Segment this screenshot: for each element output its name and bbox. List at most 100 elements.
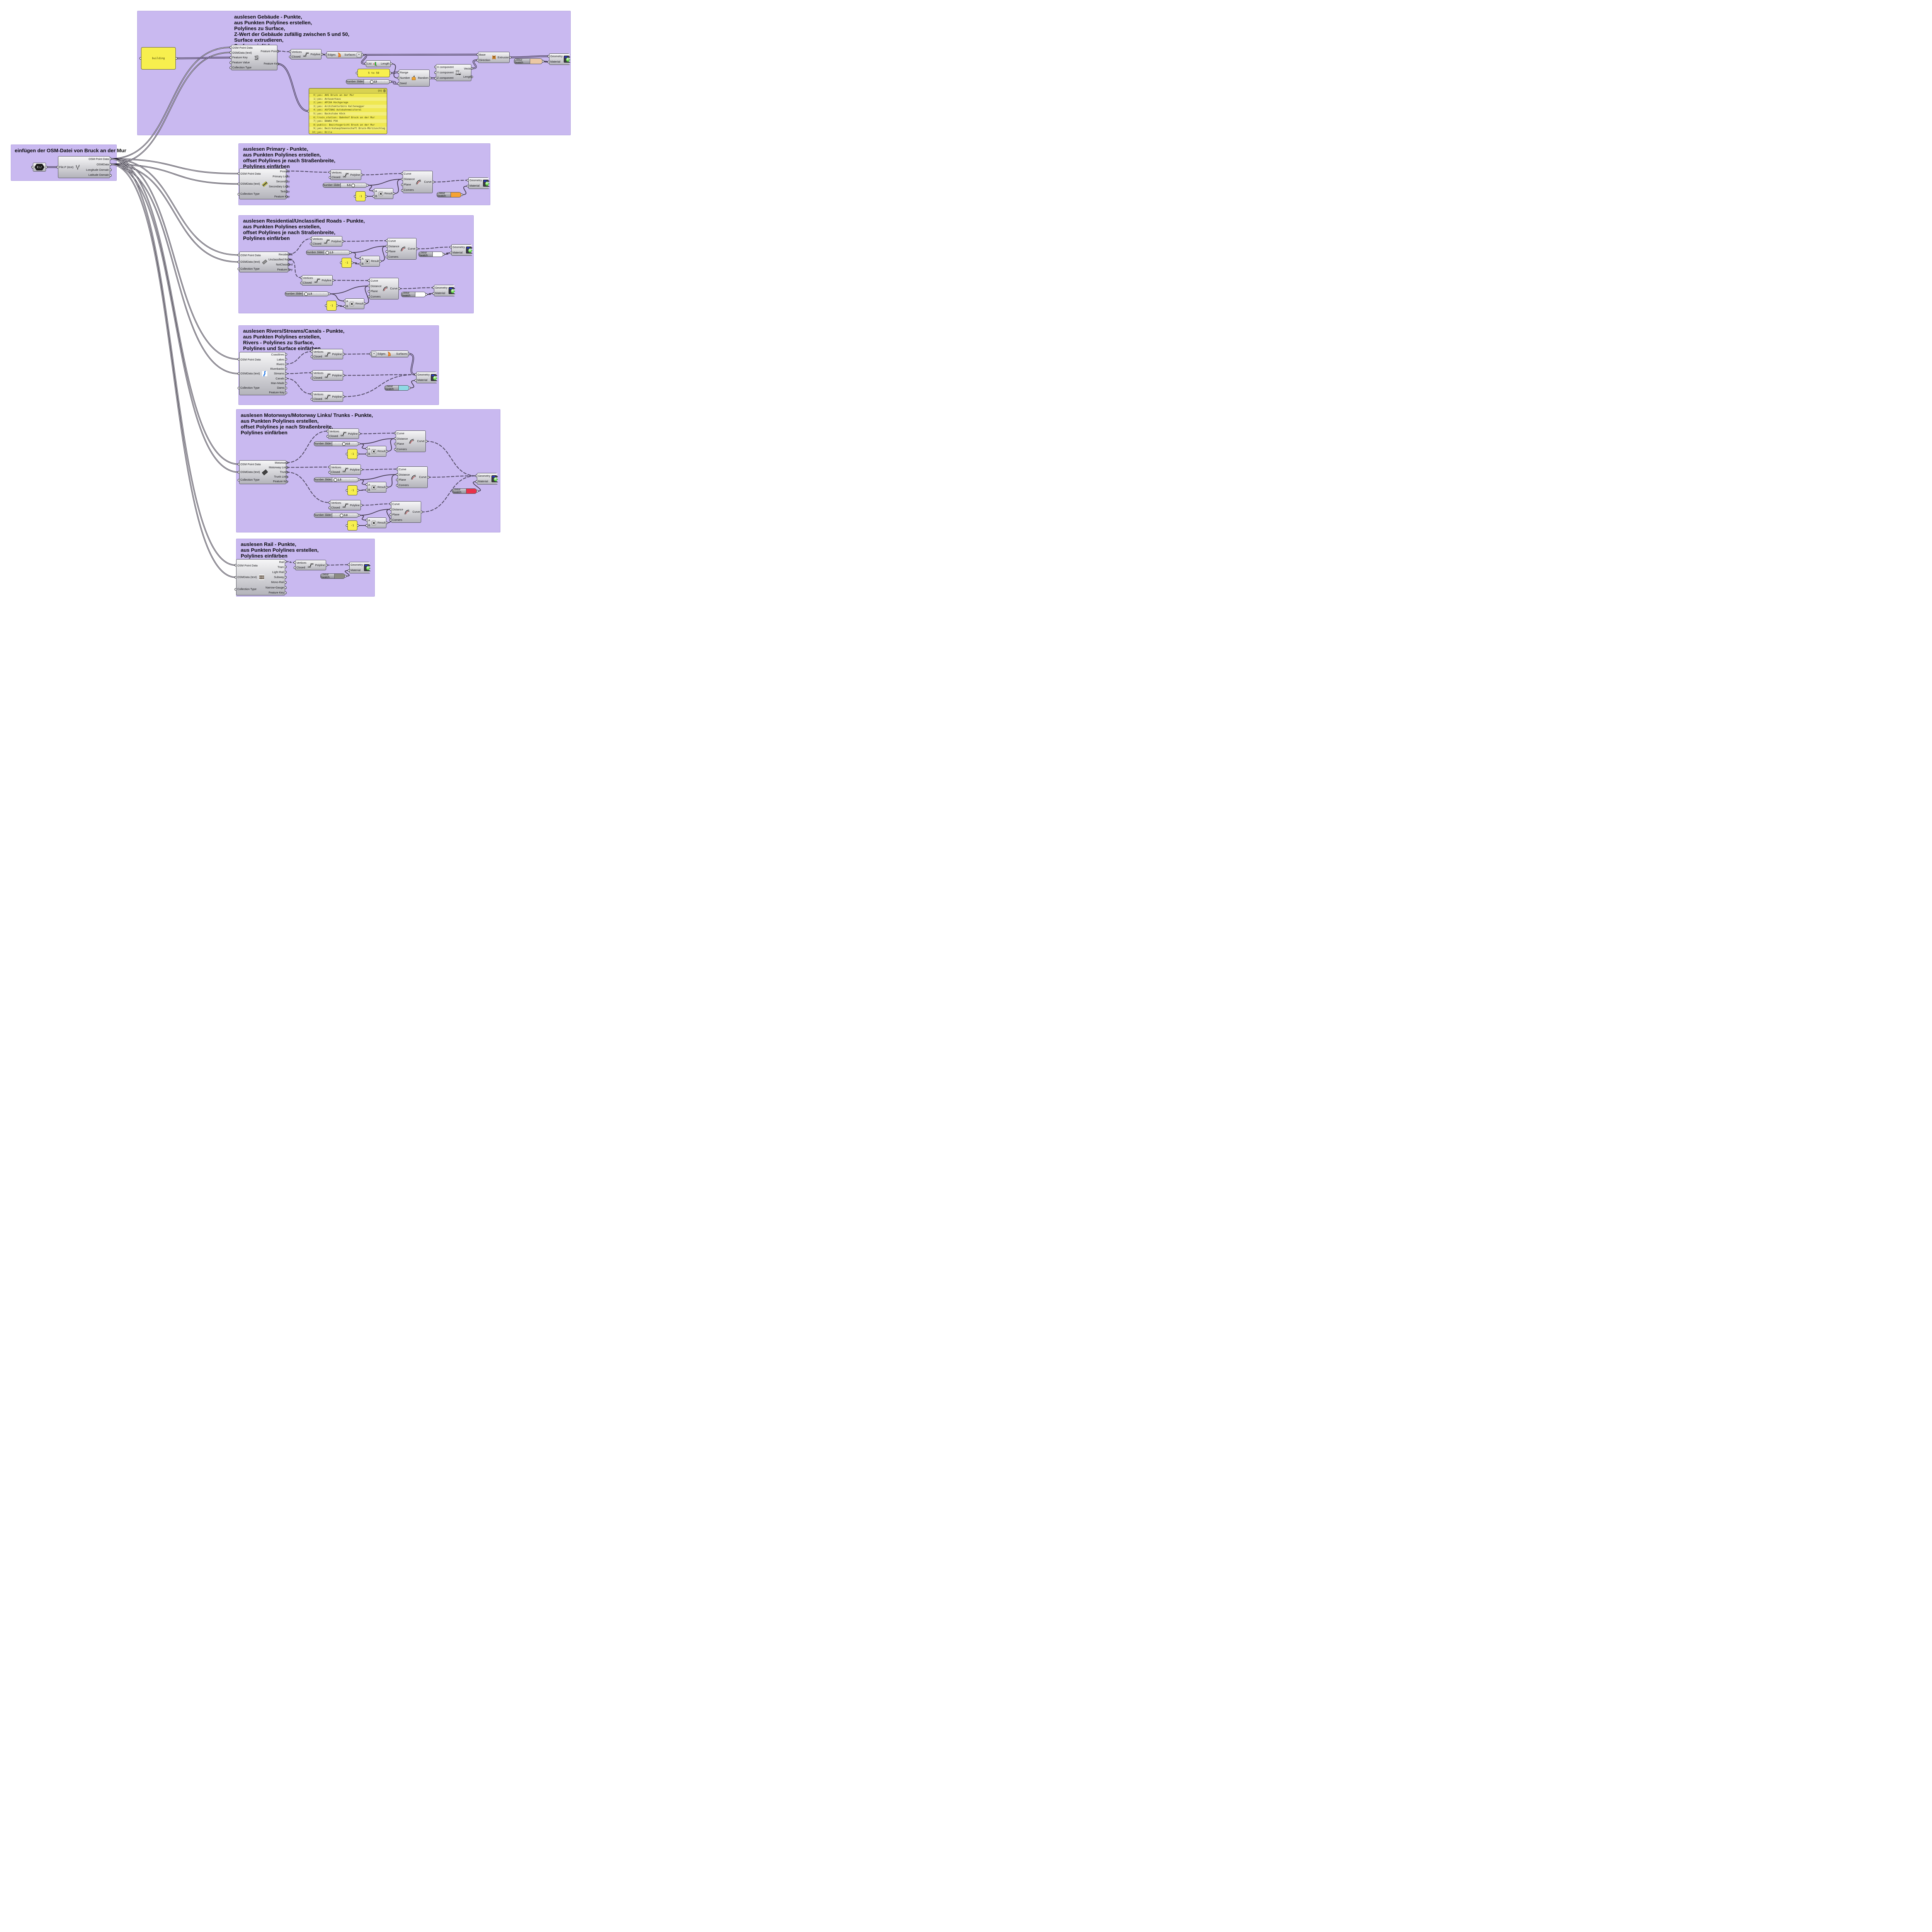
swatch-color[interactable] (466, 489, 476, 493)
swatch-waterways[interactable]: Colour Swatch (384, 385, 409, 391)
neg1-residential-2[interactable]: -1 (327, 301, 337, 311)
slider-track[interactable]: 5.5 (341, 183, 367, 187)
swatch-color[interactable] (451, 192, 461, 197)
expand-arrow-icon[interactable]: ▼ (357, 52, 361, 58)
slider-track[interactable]: 1.5 (303, 292, 328, 296)
port-label: Y component (437, 71, 454, 75)
expand-arrow-icon[interactable]: ▼ (372, 351, 376, 357)
range-panel[interactable]: 5 to 50 (357, 69, 390, 77)
neg1-motorway-links[interactable]: -1 (347, 485, 357, 495)
neg1-trunks[interactable]: -1 (347, 520, 357, 531)
swatch-rail[interactable]: Colour Swatch (320, 573, 345, 579)
swatch-residential-2[interactable]: Colour Swatch (401, 292, 426, 297)
swatch-color[interactable] (530, 59, 542, 64)
swatch-color[interactable] (398, 386, 409, 390)
port-label: Material (350, 568, 361, 572)
slider-handle[interactable] (340, 514, 344, 517)
slider-track[interactable]: 1.5 (324, 250, 350, 255)
swatch-color[interactable] (432, 252, 443, 257)
file-path-param[interactable]: C:/ (33, 163, 46, 172)
neg1-motorways[interactable]: -1 (347, 449, 357, 459)
neg1-primary[interactable]: -1 (355, 191, 366, 201)
port-label: Plane (399, 478, 406, 482)
slider-track[interactable]: 4.0 (332, 442, 358, 446)
swatch-color[interactable] (334, 574, 345, 578)
slider-handle[interactable] (325, 251, 329, 254)
swatch-color[interactable] (415, 292, 425, 297)
building-panel[interactable]: building (141, 47, 176, 70)
list-scrollbar[interactable] (383, 89, 386, 92)
neg1-residential-1[interactable]: -1 (342, 258, 352, 268)
slider-track[interactable]: 3.0 (332, 513, 358, 517)
port-label: Vertices (292, 50, 302, 54)
output-labels: Polyline (331, 371, 343, 380)
slider-handle[interactable] (370, 80, 374, 83)
swatch-label: Colour Swatch (321, 574, 335, 578)
swatch-motorways[interactable]: Colour Swatch (452, 488, 477, 494)
swatch-primary[interactable]: Colour Swatch (437, 192, 461, 197)
slider-track[interactable]: 1.5 (332, 478, 358, 482)
port-label: NotClassified (276, 262, 293, 266)
port-label: Length (463, 75, 472, 78)
slider-handle[interactable] (304, 292, 308, 296)
surface-icon (337, 52, 342, 58)
swatch-residential-1[interactable]: Colour Swatch (418, 252, 443, 257)
swatch-buildings[interactable]: Colour Swatch (514, 58, 543, 64)
slider-handle[interactable] (333, 478, 337, 481)
slider-handle[interactable] (351, 184, 355, 187)
slider-track[interactable]: 13 (364, 80, 389, 84)
slider-handle[interactable] (342, 442, 346, 446)
